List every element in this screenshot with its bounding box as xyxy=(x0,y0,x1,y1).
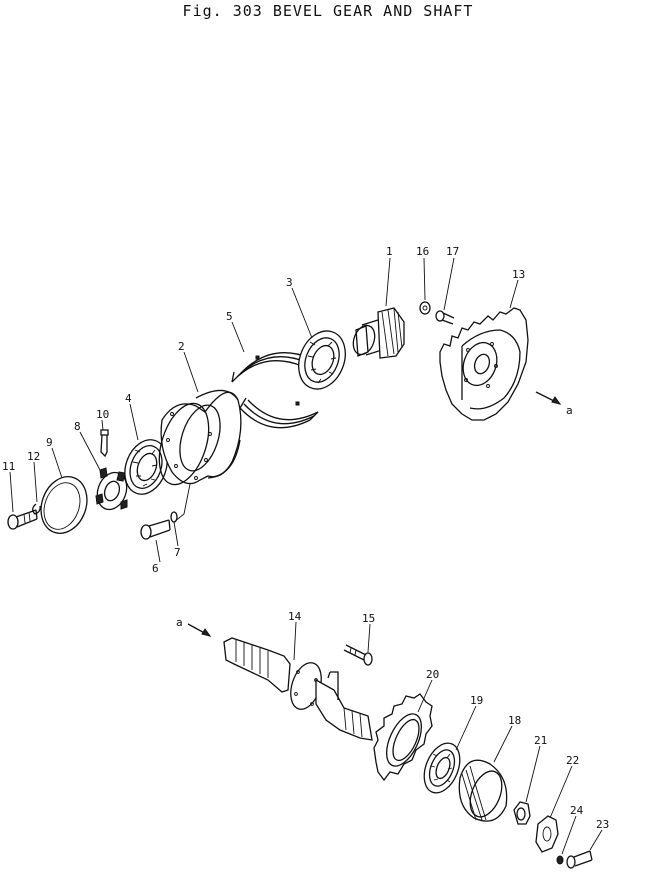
part-21-nut xyxy=(513,801,531,825)
callout-11: 11 xyxy=(2,460,15,473)
callout-22: 22 xyxy=(566,754,579,767)
callout-14: 14 xyxy=(288,610,302,623)
part-22-lock-plate xyxy=(535,815,559,853)
part-18-bearing-cage xyxy=(458,759,508,822)
part-14-shaft xyxy=(223,637,373,741)
callout-13: 13 xyxy=(512,268,525,281)
callout-a-lower: a xyxy=(176,616,183,629)
part-callouts: 1 2 3 4 5 6 7 8 9 10 11 12 13 14 15 16 1… xyxy=(2,245,609,831)
callout-9: 9 xyxy=(46,436,53,449)
callout-2: 2 xyxy=(178,340,185,353)
reference-arrow-a-upper xyxy=(535,391,562,405)
part-11-bolt xyxy=(7,509,38,530)
part-4-bearing xyxy=(124,439,168,495)
callout-4: 4 xyxy=(125,392,132,405)
callout-23: 23 xyxy=(596,818,609,831)
callout-17: 17 xyxy=(446,245,459,258)
part-12-lock-washer xyxy=(32,503,41,515)
part-15-bolt xyxy=(343,644,373,666)
callout-20: 20 xyxy=(426,668,439,681)
part-19-bearing xyxy=(423,742,461,794)
callout-24: 24 xyxy=(570,804,584,817)
part-23-bolt xyxy=(566,850,593,869)
callout-5: 5 xyxy=(226,310,233,323)
callout-8: 8 xyxy=(74,420,81,433)
part-2-housing xyxy=(158,389,242,486)
callout-1: 1 xyxy=(386,245,393,258)
callout-6: 6 xyxy=(152,562,159,575)
callout-15: 15 xyxy=(362,612,375,625)
callout-3: 3 xyxy=(286,276,293,289)
part-20-gear-ring xyxy=(373,693,433,782)
part-16-nut xyxy=(419,301,431,315)
callout-12: 12 xyxy=(27,450,40,463)
callout-a-upper: a xyxy=(566,404,573,417)
part-17-bolt xyxy=(435,310,455,325)
callout-21: 21 xyxy=(534,734,547,747)
leader-lines xyxy=(9,257,603,855)
figure-title: Fig. 303 BEVEL GEAR AND SHAFT xyxy=(182,2,474,20)
callout-18: 18 xyxy=(508,714,521,727)
part-13-bevel-gear xyxy=(439,307,529,421)
callout-7: 7 xyxy=(174,546,181,559)
part-10-bolt xyxy=(100,429,109,458)
part-3-bearing xyxy=(298,330,346,390)
part-9-plate xyxy=(40,476,88,534)
part-6-bolt xyxy=(140,519,171,540)
reference-arrow-a-lower xyxy=(187,623,212,637)
part-1-bevel-pinion xyxy=(352,307,405,359)
callout-19: 19 xyxy=(470,694,483,707)
callout-16: 16 xyxy=(416,245,429,258)
part-24-washer xyxy=(556,855,564,865)
part-8-lock-nut xyxy=(95,467,128,511)
callout-10: 10 xyxy=(96,408,109,421)
